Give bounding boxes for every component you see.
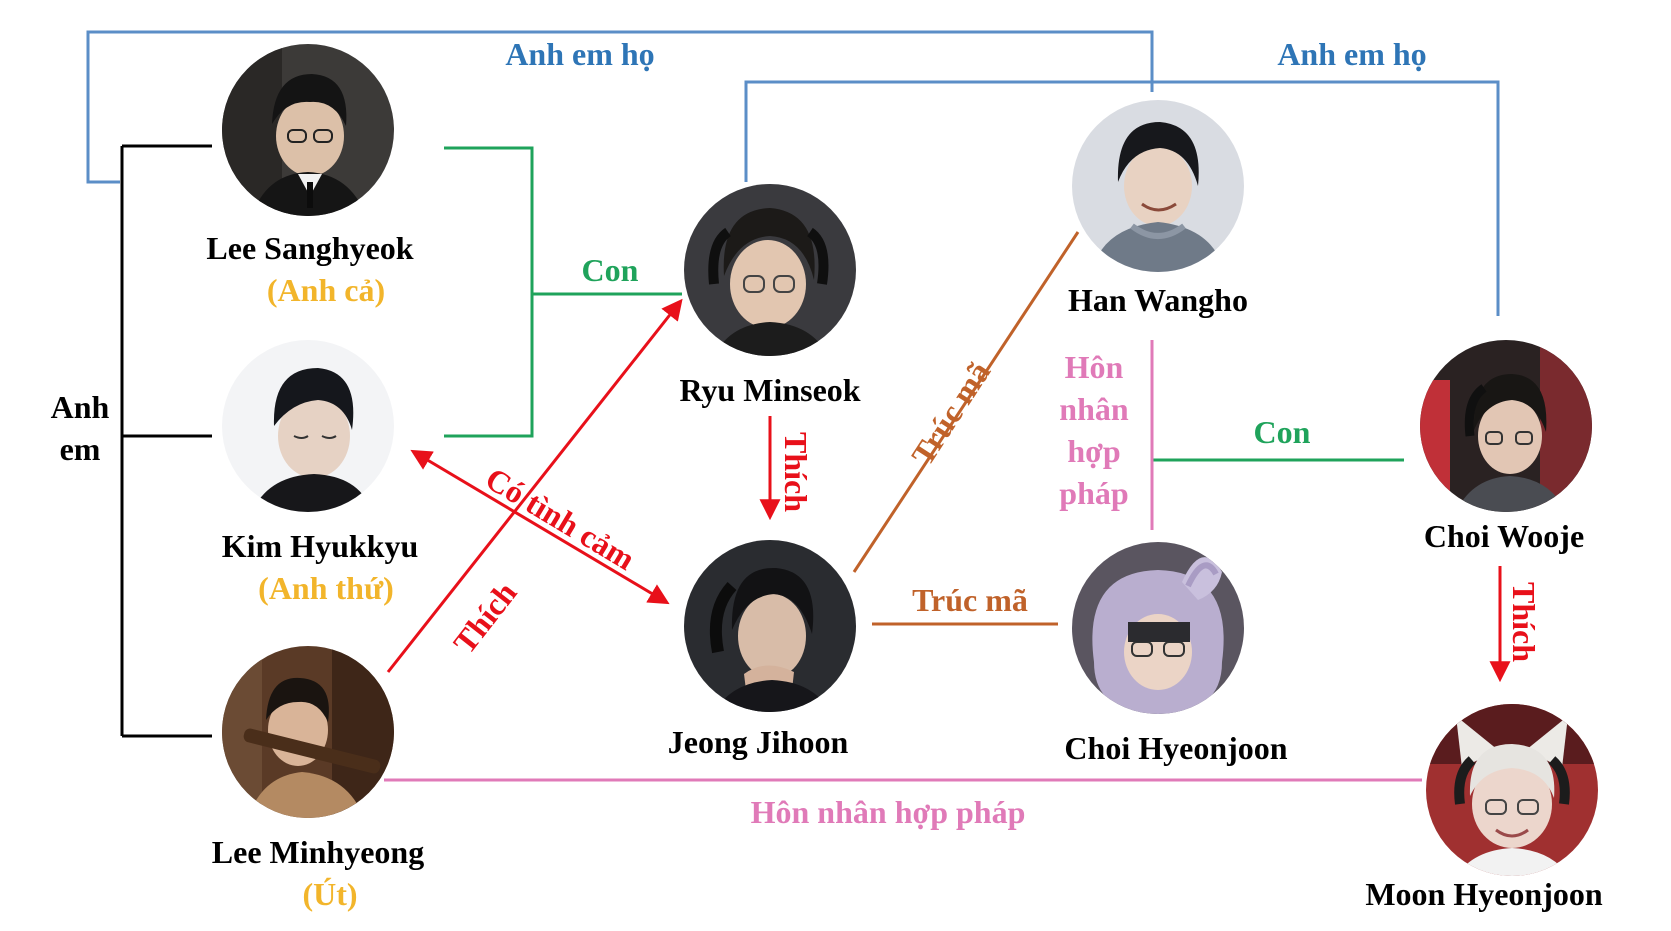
avatar-choi-hyeonjoon: [1072, 542, 1244, 714]
name-ryu-minseok: Ryu Minseok: [679, 372, 861, 408]
role-lee-sanghyeok: (Anh cả): [266, 272, 386, 308]
name-lee-minhyeong: Lee Minhyeong: [211, 834, 425, 870]
label-marriage-vertical: Hôn nhân hợp pháp: [1059, 346, 1128, 514]
name-choi-wooje: Choi Wooje: [1423, 518, 1585, 554]
avatar-jeong-jihoon: [684, 540, 856, 712]
cousin-lines: [86, 30, 1500, 316]
label-cousins-right: Anh em họ: [1277, 36, 1427, 72]
label-siblings-line2: em: [59, 431, 101, 467]
name-lee-sanghyeok: Lee Sanghyeok: [206, 230, 414, 266]
label-marriage-horizontal: Hôn nhân hợp pháp: [750, 794, 1026, 830]
label-likes-wooje-moon: Thích: [1506, 582, 1542, 663]
name-jeong-jihoon: Jeong Jihoon: [667, 724, 849, 760]
avatar-lee-sanghyeok: [222, 44, 394, 216]
avatar-moon-hyeonjoon: [1426, 704, 1598, 876]
label-marriage-word-4: pháp: [1059, 475, 1129, 511]
role-kim-hyukkyu: (Anh thứ): [258, 570, 394, 606]
avatar-lee-minhyeong: [222, 646, 394, 818]
label-marriage-word-1: Hôn: [1064, 349, 1124, 385]
avatar-choi-wooje: [1420, 340, 1592, 512]
avatar-ryu-minseok: [684, 184, 856, 356]
arrow-feelings-double: [410, 449, 670, 605]
label-siblings: Anh em: [51, 386, 110, 470]
name-kim-hyukkyu: Kim Hyukkyu: [221, 528, 419, 564]
label-siblings-line1: Anh: [50, 389, 110, 425]
sibling-bracket: [120, 144, 212, 738]
label-bamboo-horizontal: Trúc mã: [912, 582, 1028, 618]
label-marriage-word-2: nhân: [1059, 391, 1129, 427]
label-marriage-word-3: hợp: [1067, 433, 1121, 469]
name-moon-hyeonjoon: Moon Hyeonjoon: [1365, 876, 1603, 912]
avatar-han-wangho: [1072, 100, 1244, 272]
bamboo-line-diagonal: [852, 231, 1080, 573]
role-lee-minhyeong: (Út): [302, 876, 358, 912]
label-child-left: Con: [581, 252, 639, 288]
child-line-left: [444, 146, 682, 438]
name-choi-hyeonjoon: Choi Hyeonjoon: [1064, 730, 1288, 766]
label-child-right: Con: [1253, 414, 1311, 450]
avatar-kim-hyukkyu: [222, 340, 394, 512]
label-likes-minseok-jihoon: Thích: [778, 432, 814, 513]
name-han-wangho: Han Wangho: [1068, 282, 1248, 318]
label-cousins-left: Anh em họ: [505, 36, 655, 72]
